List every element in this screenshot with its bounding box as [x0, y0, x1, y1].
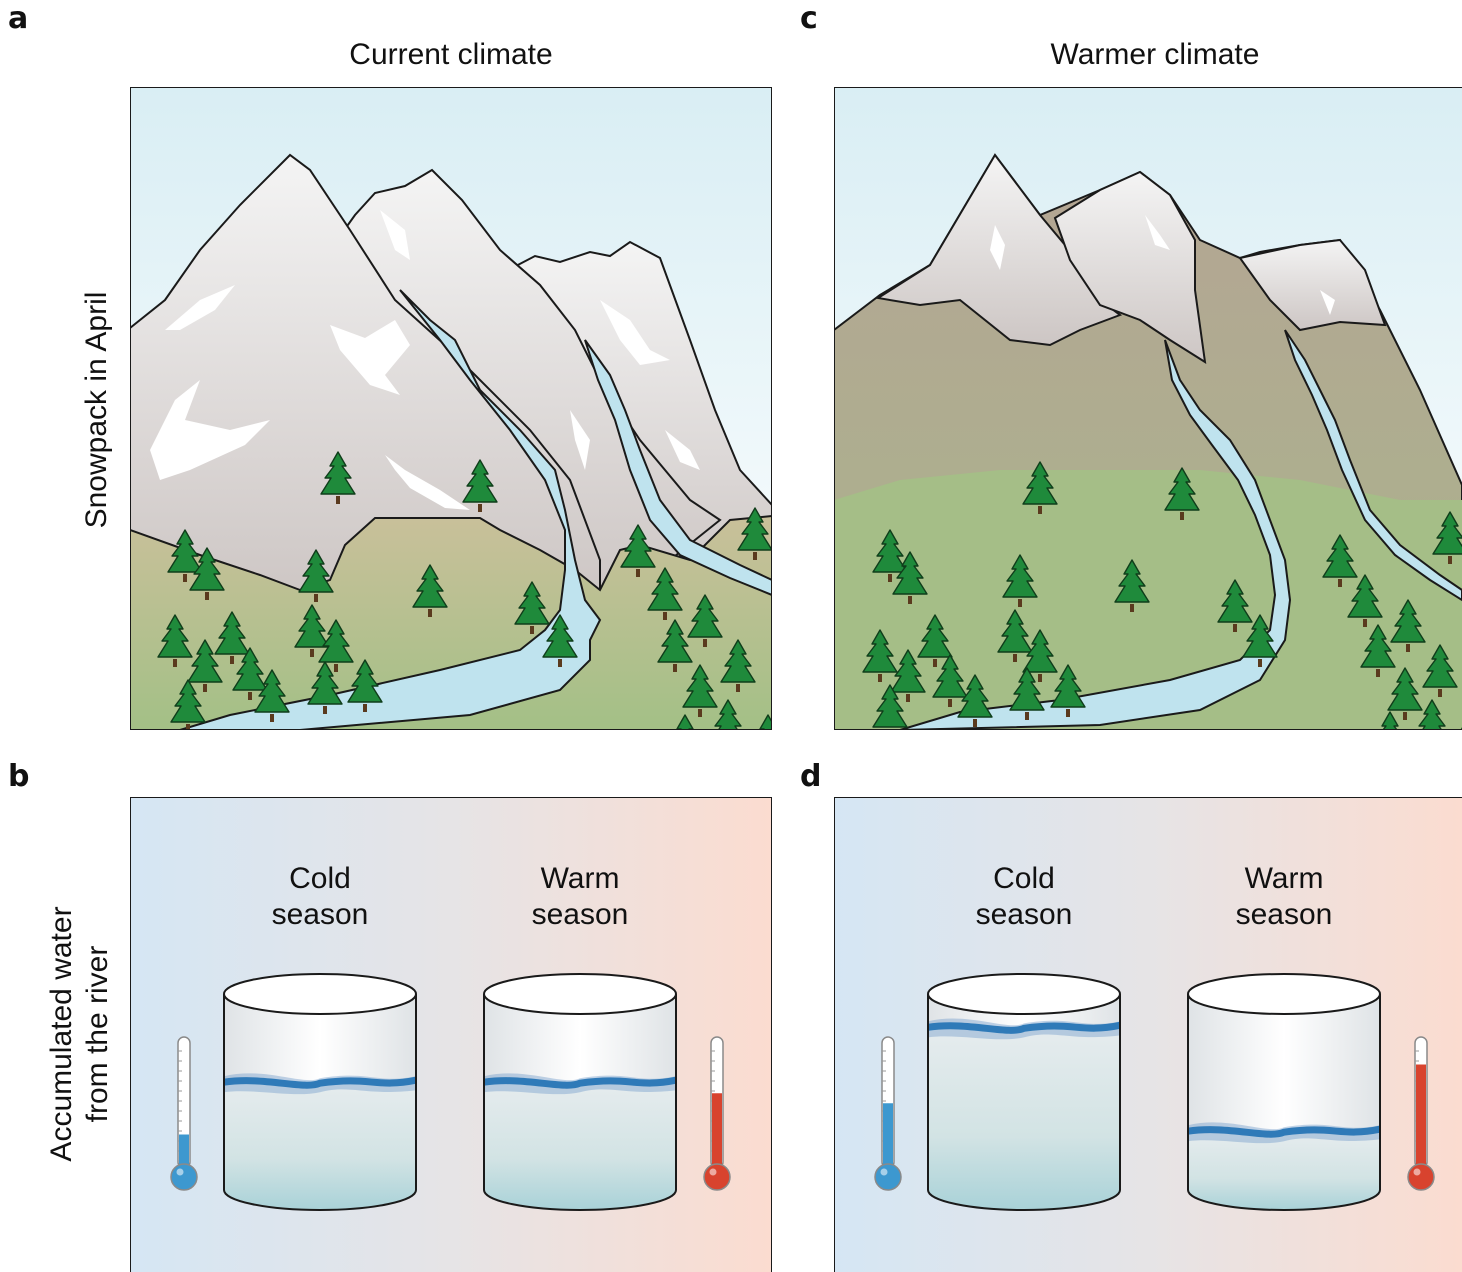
row-label-water-line2: from the river [81, 946, 114, 1123]
cold-season-label-line2: season [976, 898, 1073, 931]
panel-c-title: Warmer climate [1051, 38, 1260, 71]
river [179, 289, 602, 730]
river-tributary [584, 339, 772, 597]
tank-water [928, 1027, 1120, 1210]
warm-season-label-line1: Warm [541, 862, 620, 895]
tank-outline [927, 994, 1121, 1211]
panel-letter-a: a [8, 1, 28, 36]
cold-season-label-line2: season [272, 898, 369, 931]
panel-a-landscape [130, 87, 772, 730]
panel-c-landscape [834, 87, 1462, 730]
thermometer-bulb [1407, 1163, 1435, 1191]
tank-water [484, 1082, 676, 1210]
river [899, 339, 1292, 730]
thermometer-bulb-shine [709, 1168, 717, 1176]
thermometer-bulb-shine [1413, 1168, 1421, 1176]
warm-season-tank [1187, 973, 1381, 1211]
warm-season-label-line2: season [1236, 898, 1333, 931]
tank-rim [927, 973, 1121, 1015]
tank-rim [483, 973, 677, 1015]
thermometer-mercury [883, 1103, 893, 1170]
cold-season-label-line1: Cold [993, 862, 1055, 895]
tank-rim [1187, 973, 1381, 1015]
tank-water [1188, 1131, 1380, 1210]
snowcap-middle [1053, 170, 1207, 364]
thermometer-mercury [179, 1134, 189, 1170]
thermometer-bulb-shine [176, 1168, 184, 1176]
warm-thermometer [1407, 1036, 1435, 1191]
river-tributary [1284, 329, 1462, 602]
thermometer-mercury [712, 1093, 722, 1170]
cold-season-label-line1: Cold [289, 862, 351, 895]
tank-outline [483, 994, 677, 1211]
water-surface [927, 1021, 1121, 1034]
thermometer-bulb-shine [880, 1168, 888, 1176]
cold-thermometer [874, 1036, 902, 1191]
panel-d-reservoirs: Cold season Warm season [834, 797, 1462, 1272]
cold-thermometer [170, 1036, 198, 1191]
panel-a-title: Current climate [349, 38, 552, 71]
panel-letter-b: b [8, 759, 29, 794]
row-label-snowpack: Snowpack in April [80, 292, 113, 529]
warm-season-label-line2: season [532, 898, 629, 931]
tank-outline [1187, 994, 1381, 1211]
row-label-water-line1: Accumulated water [45, 906, 78, 1161]
panel-letter-d: d [800, 759, 821, 794]
thermometer-mercury [1416, 1064, 1426, 1170]
thermometer-bulb [703, 1163, 731, 1191]
tank-water [224, 1082, 416, 1210]
cold-season-tank [927, 973, 1121, 1211]
cold-season-tank [223, 973, 417, 1211]
snowcap-right [1238, 238, 1387, 332]
water-surface [1187, 1125, 1381, 1138]
panel-letter-c: c [800, 1, 818, 36]
thermometer-bulb [170, 1163, 198, 1191]
warm-season-tank [483, 973, 677, 1211]
tank-rim [223, 973, 417, 1015]
snow-streaks [150, 210, 700, 510]
water-surface [223, 1076, 417, 1089]
panel-b-reservoirs: Cold season Warm season [130, 797, 772, 1272]
tank-outline [223, 994, 417, 1211]
warm-season-label-line1: Warm [1245, 862, 1324, 895]
water-surface [483, 1076, 677, 1089]
thermometer-bulb [874, 1163, 902, 1191]
snow-patches-c [990, 215, 1335, 315]
warm-thermometer [703, 1036, 731, 1191]
